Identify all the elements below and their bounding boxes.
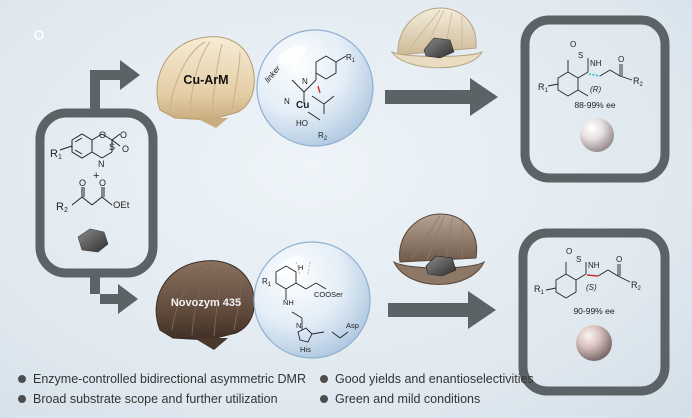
- bullet-icon: [320, 395, 328, 403]
- s-product-s-atom: S: [576, 255, 581, 264]
- bubble-r1-label: R1: [346, 53, 356, 64]
- legend-text: Good yields and enantioselectivities: [335, 372, 534, 386]
- cu-arm-shell: [156, 36, 255, 128]
- r-product-nh-label: NH: [590, 59, 602, 68]
- s-product-stereo-label: (S): [586, 283, 597, 292]
- r-product-o-ketone: O: [618, 55, 624, 64]
- legend-item-scope: Broad substrate scope and further utiliz…: [18, 392, 278, 406]
- s-product-o-ketone: O: [616, 255, 622, 264]
- decor-bubble-icon: [34, 30, 44, 40]
- bubble-n-left: N: [284, 97, 290, 106]
- r-product-o-top: O: [570, 40, 576, 49]
- open-dark-shell-icon: [392, 213, 486, 285]
- reactant-2-structure: [71, 187, 113, 206]
- r-product-box: O S NH O R2 R1 (R) 88-99% ee: [520, 15, 670, 183]
- s-product-r2-label: R2: [631, 280, 642, 292]
- stone-icon: [77, 228, 109, 253]
- open-light-shell-icon: [390, 7, 484, 69]
- reactant-1-o-right: O: [122, 144, 129, 154]
- arrow-to-r-product: [385, 78, 498, 116]
- legend-item-green: Green and mild conditions: [320, 392, 480, 406]
- legend-text: Enzyme-controlled bidirectional asymmetr…: [33, 372, 306, 386]
- reactant-2-oet-label: OEt: [113, 200, 130, 211]
- legend-item-dmr: Enzyme-controlled bidirectional asymmetr…: [18, 372, 306, 386]
- s-product-o-top: O: [566, 247, 572, 256]
- reactant-1-n-atom: N: [98, 159, 105, 169]
- novozym-label: Novozym 435: [171, 297, 241, 309]
- bubble2-asp-label: Asp: [346, 321, 359, 330]
- bubble2-nh-label: NH: [283, 298, 294, 307]
- reactant-1-structure: [59, 133, 121, 159]
- r-product-r1-label: R1: [538, 82, 549, 94]
- bullet-icon: [18, 375, 26, 383]
- cu-center-label: Cu: [296, 100, 309, 111]
- arrows: [90, 60, 498, 329]
- bubble2-h-label: H: [298, 263, 303, 272]
- reactant-2-o-ketone: O: [79, 178, 86, 188]
- reactant-2-r2-label: R2: [56, 201, 68, 214]
- bubble-ho-label: HO: [296, 119, 308, 128]
- s-product-nh-label: NH: [588, 261, 600, 270]
- reactant-2-o-ester: O: [99, 178, 106, 188]
- s-product-r1-label: R1: [534, 284, 545, 296]
- s-product-ee-label: 90-99% ee: [573, 306, 614, 316]
- legend-item-yields: Good yields and enantioselectivities: [320, 372, 534, 386]
- reactant-box: R1 O S O O N + O O R2 OEt: [35, 108, 158, 278]
- cu-arm-mechanism-bubble: linker Cu N N R1 HO R2: [256, 29, 374, 147]
- novozym-shell: [155, 260, 255, 350]
- r-product-r2-label: R2: [633, 76, 644, 88]
- bubble2-his-label: His: [300, 345, 311, 354]
- bullet-icon: [18, 395, 26, 403]
- pink-pearl-icon: [576, 325, 612, 361]
- legend-text: Green and mild conditions: [335, 392, 481, 406]
- arrow-to-cu-arm: [90, 60, 140, 110]
- legend-text: Broad substrate scope and further utiliz…: [33, 392, 278, 406]
- bubble-n-top: N: [302, 77, 308, 86]
- reactant-1-o-top: O: [120, 130, 127, 140]
- white-pearl-icon: [580, 118, 614, 152]
- plus-sign: +: [93, 170, 99, 182]
- bubble2-cooser-label: COOSer: [314, 290, 343, 299]
- reactant-1-o-atom: O: [99, 130, 106, 140]
- s-product-box: O S NH O R2 R1 (S) 90-99% ee: [518, 228, 670, 396]
- cu-arm-label: Cu-ArM: [183, 73, 228, 87]
- r-product-ee-label: 88-99% ee: [574, 100, 615, 110]
- reactant-1-s-atom: S: [109, 142, 115, 152]
- r-product-stereo-label: (R): [590, 85, 601, 94]
- reactant-1-r1-label: R1: [50, 148, 62, 161]
- arrow-to-s-product: [388, 291, 496, 329]
- bubble2-r1-label: R1: [262, 277, 272, 288]
- r-product-s-atom: S: [578, 51, 583, 60]
- bubble-r2-label: R2: [318, 131, 328, 142]
- bullet-icon: [320, 375, 328, 383]
- novozym-mechanism-bubble: R1 COOSer H NH N His Asp: [253, 241, 371, 359]
- bubble2-n-label: N: [296, 321, 301, 330]
- arrow-to-novozym: [90, 269, 138, 314]
